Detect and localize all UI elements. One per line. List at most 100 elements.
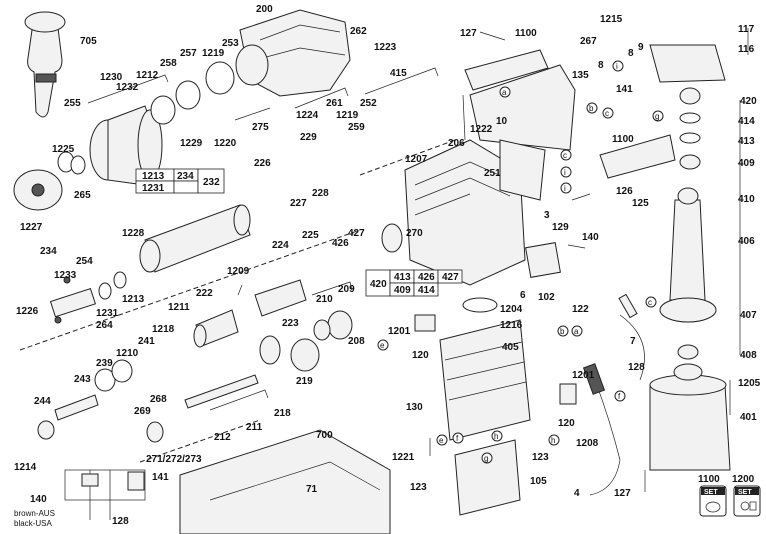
callout-1232: 1232 — [116, 82, 139, 93]
stator-field — [439, 319, 531, 441]
letter-e: e — [439, 436, 444, 445]
callout-267: 267 — [580, 36, 597, 47]
callout-229: 229 — [300, 132, 317, 143]
callout-1201a: 1201 — [388, 326, 411, 337]
callout-1214: 1214 — [14, 462, 37, 473]
callout-705: 705 — [80, 36, 97, 47]
piston-parts — [49, 271, 127, 324]
letter-a: a — [574, 327, 579, 336]
letter-h: h — [494, 432, 498, 441]
callout-258: 258 — [160, 58, 177, 69]
letter-h: h — [551, 436, 555, 445]
plate — [525, 242, 561, 278]
seal-ring — [462, 297, 498, 313]
set-1100-number: 1100 — [698, 474, 720, 485]
callout-1211: 1211 — [168, 302, 190, 313]
letter-f: f — [618, 392, 621, 401]
callout-700: 700 — [316, 430, 333, 441]
letter-b: b — [589, 104, 594, 113]
small-gears — [313, 310, 353, 341]
callout-261: 261 — [326, 98, 343, 109]
table-a-r1c1: 1213 — [142, 171, 165, 182]
top-cover — [649, 44, 726, 83]
motor-cap — [649, 363, 731, 471]
set-1200-label: SET — [738, 489, 752, 496]
callout-226: 226 — [254, 158, 271, 169]
callout-labels: 705 200 262 1223 415 127 1100 1215 267 1… — [14, 4, 761, 527]
callout-1221: 1221 — [392, 452, 415, 463]
callout-7: 7 — [630, 336, 636, 347]
set-labels: 1100 SET 1200 SET — [698, 474, 755, 496]
callout-126: 126 — [616, 186, 633, 197]
callout-210: 210 — [316, 294, 333, 305]
callout-223: 223 — [282, 318, 299, 329]
callout-257: 257 — [180, 48, 197, 59]
callout-127: 127 — [460, 28, 477, 39]
callout-408: 408 — [740, 350, 757, 361]
callout-206: 206 — [448, 138, 465, 149]
callout-427: 427 — [348, 228, 365, 239]
callout-222: 222 — [196, 288, 213, 299]
callout-227: 227 — [290, 198, 307, 209]
callout-200: 200 — [256, 4, 273, 15]
callout-1218: 1218 — [152, 324, 175, 335]
table-b-r1c3: 427 — [442, 272, 459, 283]
callout-228: 228 — [312, 188, 329, 199]
front-shaft — [37, 359, 133, 440]
callout-105: 105 — [530, 476, 547, 487]
table-b-r2c1: 409 — [394, 285, 411, 296]
wiring-brown-aus: brown-AUS — [14, 509, 55, 518]
callout-1201b: 1201 — [572, 370, 595, 381]
callout-123b: 123 — [410, 482, 427, 493]
callout-407: 407 — [740, 310, 757, 321]
callout-209: 209 — [338, 284, 355, 295]
callout-426: 426 — [332, 238, 349, 249]
callout-6: 6 — [520, 290, 526, 301]
callout-141: 141 — [616, 84, 633, 95]
callout-255: 255 — [64, 98, 81, 109]
handle-grip — [599, 134, 676, 179]
side-cover — [499, 139, 546, 201]
callout-140: 140 — [582, 232, 599, 243]
callout-413: 413 — [738, 136, 755, 147]
callout-120b: 120 — [558, 418, 575, 429]
barrel-tube — [139, 204, 251, 273]
callout-120a: 120 — [412, 350, 429, 361]
callout-1213: 1213 — [122, 294, 145, 305]
callout-225: 225 — [302, 230, 319, 241]
callout-1220: 1220 — [214, 138, 237, 149]
table-a-r1c2: 234 — [177, 171, 194, 182]
callout-270: 270 — [406, 228, 423, 239]
letter-c: c — [563, 151, 567, 160]
callout-1100b: 1100 — [612, 134, 634, 145]
letter-b: b — [560, 327, 565, 336]
carry-case — [179, 429, 391, 534]
callout-253: 253 — [222, 38, 239, 49]
callout-1100: 1100 — [515, 28, 537, 39]
tool-holder — [89, 105, 163, 186]
part-table-a — [135, 168, 225, 194]
callout-71: 71 — [306, 484, 318, 495]
group-brackets — [87, 28, 749, 415]
callout-244: 244 — [34, 396, 51, 407]
callout-1223: 1223 — [374, 42, 397, 53]
callout-219: 219 — [296, 376, 313, 387]
callout-271-272-273: 271/272/273 — [146, 454, 202, 465]
callout-264: 264 — [96, 320, 113, 331]
callout-1226: 1226 — [16, 306, 39, 317]
callout-141b: 141 — [152, 472, 169, 483]
letter-i: i — [564, 184, 566, 193]
callout-259: 259 — [348, 122, 365, 133]
callout-1230: 1230 — [100, 72, 123, 83]
callout-129: 129 — [552, 222, 569, 233]
part-table-b — [365, 269, 463, 297]
callout-3: 3 — [544, 210, 550, 221]
callout-409: 409 — [738, 158, 755, 169]
spindle-shaft — [184, 374, 259, 409]
table-b-r1c1: 413 — [394, 272, 411, 283]
callout-415: 415 — [390, 68, 407, 79]
bushing — [146, 421, 164, 443]
callout-8b: 8 — [598, 60, 604, 71]
callout-9: 9 — [638, 42, 644, 53]
